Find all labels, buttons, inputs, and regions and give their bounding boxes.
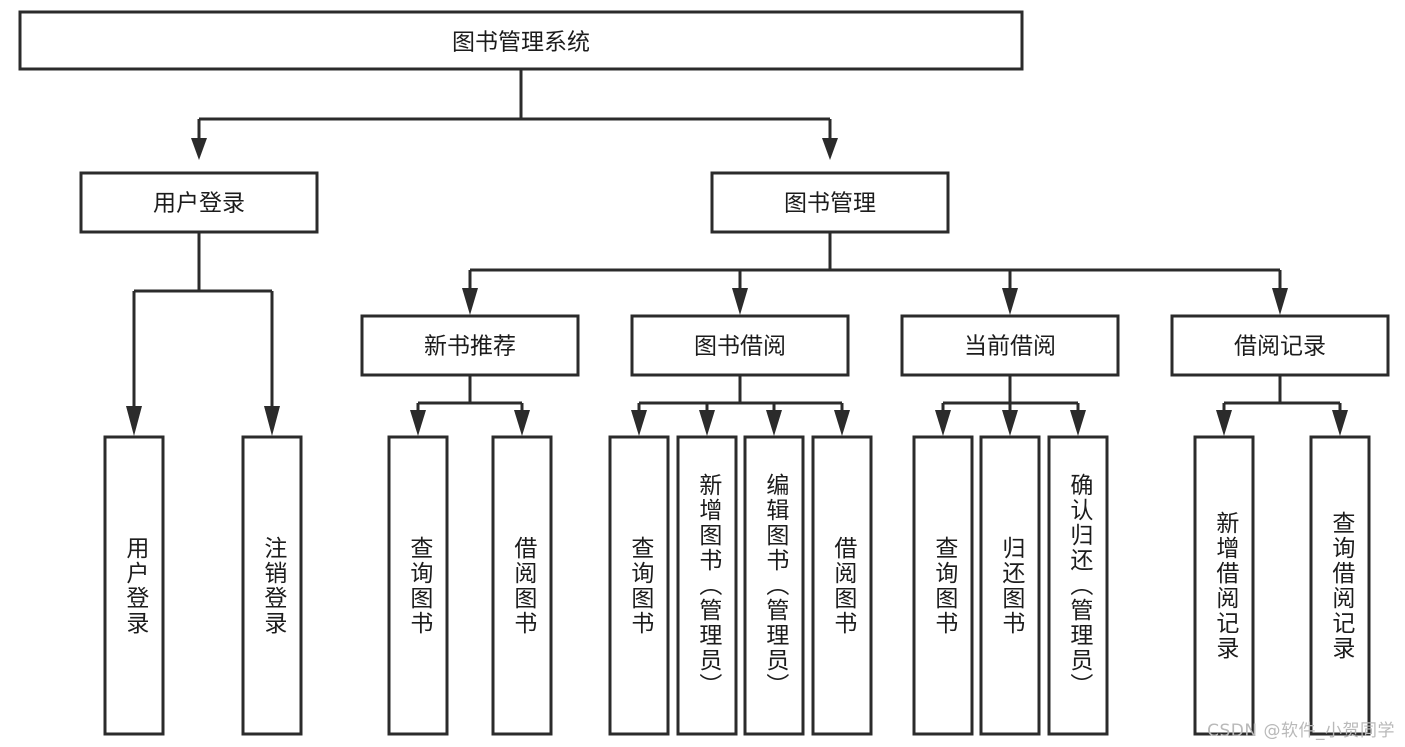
node-new-book-recommend[interactable]	[360, 314, 580, 377]
arrow-head-nb-borrow	[514, 410, 530, 436]
node-leaf-add-borrow-record[interactable]	[1193, 435, 1255, 736]
arrow-head-current-borrow	[1002, 288, 1018, 315]
arrow-head-newbook-rec	[462, 288, 478, 315]
node-leaf-borrow-book-bb[interactable]	[811, 435, 873, 736]
node-book-borrow[interactable]	[630, 314, 850, 377]
node-borrow-record[interactable]	[1170, 314, 1390, 377]
connector-group-book-manage	[462, 232, 1288, 315]
node-current-borrow-label: 当前借阅	[964, 334, 1056, 360]
node-leaf-query-book-cb[interactable]	[912, 435, 974, 736]
connector-group-borrow-record	[1216, 375, 1348, 436]
node-leaf-add-book-admin[interactable]	[676, 435, 738, 736]
node-leaf-return-book[interactable]	[979, 435, 1041, 736]
node-current-borrow[interactable]	[900, 314, 1120, 377]
node-leaf-query-book-newrec[interactable]	[387, 435, 449, 736]
node-borrow-record-label: 借阅记录	[1234, 334, 1326, 360]
node-leaf-user-login[interactable]	[103, 435, 165, 736]
node-leaf-confirm-return-admin[interactable]	[1047, 435, 1109, 736]
connector-group-current-borrow	[935, 375, 1086, 436]
connector-group-book-borrow	[631, 375, 850, 436]
node-book-management-label: 图书管理	[784, 191, 876, 217]
arrow-head-bb-edit	[766, 410, 782, 436]
arrow-head-borrow-record	[1272, 288, 1288, 315]
node-book-borrow-label: 图书借阅	[694, 334, 786, 360]
arrow-head-nb-query	[410, 410, 426, 436]
arrow-head-book-manage	[822, 138, 838, 160]
arrow-head-cb-return	[1002, 410, 1018, 436]
node-book-management[interactable]	[710, 171, 950, 234]
arrow-head-book-borrow	[732, 288, 748, 315]
arrow-head-br-query	[1332, 410, 1348, 436]
arrow-head-leaf-user-login	[126, 406, 142, 436]
arrow-head-bb-query	[631, 410, 647, 436]
node-leaf-borrow-book-newrec[interactable]	[491, 435, 553, 736]
node-root-system-label: 图书管理系统	[452, 30, 590, 56]
arrow-head-bb-add	[699, 410, 715, 436]
watermark-text: CSDN @软件_小贺同学	[1207, 721, 1395, 741]
arrow-head-cb-query	[935, 410, 951, 436]
connector-group-root	[191, 69, 838, 160]
arrow-head-br-add	[1216, 410, 1232, 436]
node-user-login-label: 用户登录	[153, 191, 245, 217]
node-leaf-query-borrow-record[interactable]	[1309, 435, 1371, 736]
arrow-head-cb-confirm	[1070, 410, 1086, 436]
node-leaf-logout[interactable]	[241, 435, 303, 736]
connector-group-user-login	[126, 232, 280, 436]
arrow-head-bb-borrow	[834, 410, 850, 436]
connector-group-newbook-rec	[410, 375, 530, 436]
node-user-login[interactable]	[79, 171, 319, 234]
node-leaf-query-book-bb[interactable]	[608, 435, 670, 736]
arrow-head-user-login	[191, 138, 207, 160]
node-leaf-edit-book-admin[interactable]	[743, 435, 805, 736]
node-root-system[interactable]	[18, 10, 1024, 71]
arrow-head-leaf-logout	[264, 406, 280, 436]
node-new-book-recommend-label: 新书推荐	[424, 334, 516, 360]
